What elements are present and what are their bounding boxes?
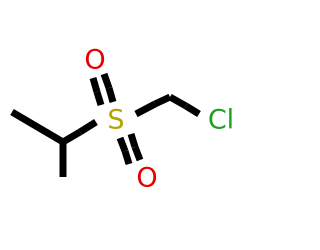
bond-s-o-bottom-line1-oxygen [121, 149, 133, 166]
bond-ch2-cl-carbon-half [168, 93, 188, 110]
chemical-structure: S O O Cl [10, 45, 234, 194]
bond-s-o-top-line2-sulfur [93, 90, 105, 107]
bond-s-ch2-carbon-half [153, 93, 172, 108]
bond-c-s-carbon-half [61, 128, 82, 146]
bond-s-o-top-line2-oxygen [89, 77, 101, 93]
bond-s-o-bottom-line2-sulfur [127, 132, 139, 149]
oxygen-bottom-atom-label: O [136, 163, 157, 194]
bond-methyl-upper [10, 108, 65, 146]
bond-s-o-top-line1-oxygen [100, 72, 113, 90]
bond-s-o-bottom-line1-sulfur [116, 136, 129, 153]
bond-s-ch2-sulfur-half [134, 100, 157, 118]
bond-s-o-bottom-line2-oxygen [131, 145, 144, 162]
bond-ch2-cl-chlorine-half [184, 103, 201, 117]
oxygen-top-atom-label: O [84, 45, 105, 76]
sulfur-atom-label: S [107, 105, 124, 136]
bond-c-s-sulfur-half [78, 119, 98, 135]
bond-s-o-top-line1-sulfur [105, 87, 117, 103]
chlorine-atom-label: Cl [208, 105, 234, 136]
